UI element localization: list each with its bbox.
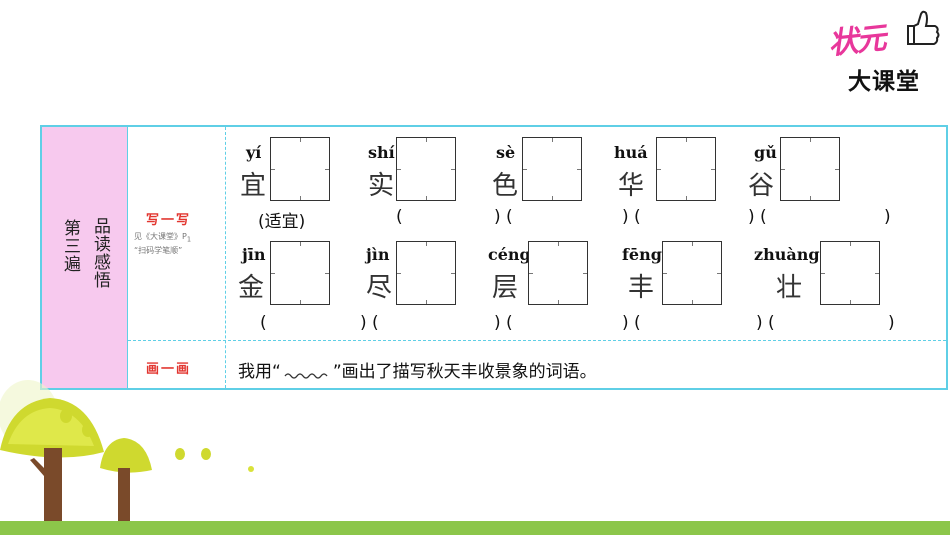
pinyin-label: huá bbox=[614, 143, 648, 162]
hanzi-char: 壮 bbox=[776, 273, 803, 303]
pinyin-label: fēng bbox=[622, 245, 662, 264]
answer-blank[interactable]: ( bbox=[260, 313, 267, 333]
answer-blank[interactable]: ) ( bbox=[360, 313, 379, 333]
section-header-column: 第三遍 品读感悟 bbox=[42, 127, 128, 388]
writing-box[interactable] bbox=[528, 241, 588, 305]
writing-box[interactable] bbox=[396, 241, 456, 305]
thumbs-up-icon bbox=[907, 10, 940, 45]
ground-strip bbox=[0, 521, 950, 535]
writing-box[interactable] bbox=[780, 137, 840, 201]
answer-blank[interactable]: ) ( bbox=[756, 313, 775, 333]
logo-bottom-text: 大课堂 bbox=[848, 69, 920, 95]
write-note-reference: 见《大课堂》P1 bbox=[134, 232, 192, 244]
exercise-table: 第三遍 品读感悟 写一写 见《大课堂》P1 “扫码学笔顺” yí 宜 shí 实… bbox=[40, 125, 948, 390]
pinyin-label: zhuàng bbox=[754, 245, 820, 264]
pinyin-label: gǔ bbox=[754, 143, 777, 162]
hanzi-char: 宜 bbox=[240, 171, 267, 201]
answer-blank[interactable]: ( bbox=[396, 207, 403, 227]
hanzi-char: 实 bbox=[368, 171, 395, 201]
tree-decoration bbox=[0, 380, 211, 524]
answer-blank[interactable]: ) ( bbox=[622, 207, 641, 227]
answer-blank[interactable]: ) ( bbox=[494, 313, 513, 333]
hanzi-char: 层 bbox=[492, 273, 519, 303]
hanzi-char: 华 bbox=[618, 171, 645, 201]
writing-box[interactable] bbox=[662, 241, 722, 305]
logo-top-text: 状元 bbox=[826, 21, 887, 62]
answer-blank[interactable]: ) ( bbox=[622, 313, 641, 333]
hanzi-char: 谷 bbox=[748, 171, 775, 201]
hanzi-char: 色 bbox=[492, 171, 519, 201]
brand-logo: 状元 大课堂 bbox=[822, 6, 944, 95]
decor-dot bbox=[248, 466, 254, 472]
writing-box[interactable] bbox=[522, 137, 582, 201]
writing-box[interactable] bbox=[396, 137, 456, 201]
activity-label-column bbox=[128, 127, 226, 388]
pinyin-label: sè bbox=[496, 143, 516, 162]
answer-text: 适宜 bbox=[264, 212, 299, 232]
write-note-scan: “扫码学笔顺” bbox=[134, 246, 183, 255]
writing-box[interactable] bbox=[820, 241, 880, 305]
hanzi-char: 金 bbox=[238, 273, 265, 303]
answer-blank[interactable]: ) ( bbox=[494, 207, 513, 227]
answer-blank[interactable]: ) ( bbox=[748, 207, 767, 227]
writing-box[interactable] bbox=[270, 137, 330, 201]
answer-blank-end[interactable]: ) bbox=[884, 207, 891, 227]
hanzi-char: 丰 bbox=[628, 273, 655, 303]
write-label: 写一写 bbox=[146, 213, 192, 228]
writing-box[interactable] bbox=[270, 241, 330, 305]
answer-blank[interactable]: (适宜) bbox=[258, 212, 306, 232]
pinyin-label: céng bbox=[488, 245, 531, 264]
hanzi-char: 尽 bbox=[366, 273, 393, 303]
step-label: 第三遍 bbox=[60, 219, 80, 273]
section-title: 品读感悟 bbox=[90, 217, 110, 289]
draw-label: 画一画 bbox=[146, 362, 192, 377]
answer-blank-end[interactable]: ) bbox=[888, 313, 895, 333]
wavy-underline-icon bbox=[284, 373, 328, 379]
draw-instruction: 我用“”画出了描写秋天丰收景象的词语。 bbox=[238, 362, 597, 382]
writing-box[interactable] bbox=[656, 137, 716, 201]
pinyin-label: shí bbox=[368, 143, 395, 162]
pinyin-label: yí bbox=[246, 143, 262, 162]
pinyin-label: jīn bbox=[242, 245, 266, 264]
row-divider bbox=[128, 340, 946, 341]
pinyin-label: jìn bbox=[366, 245, 390, 264]
